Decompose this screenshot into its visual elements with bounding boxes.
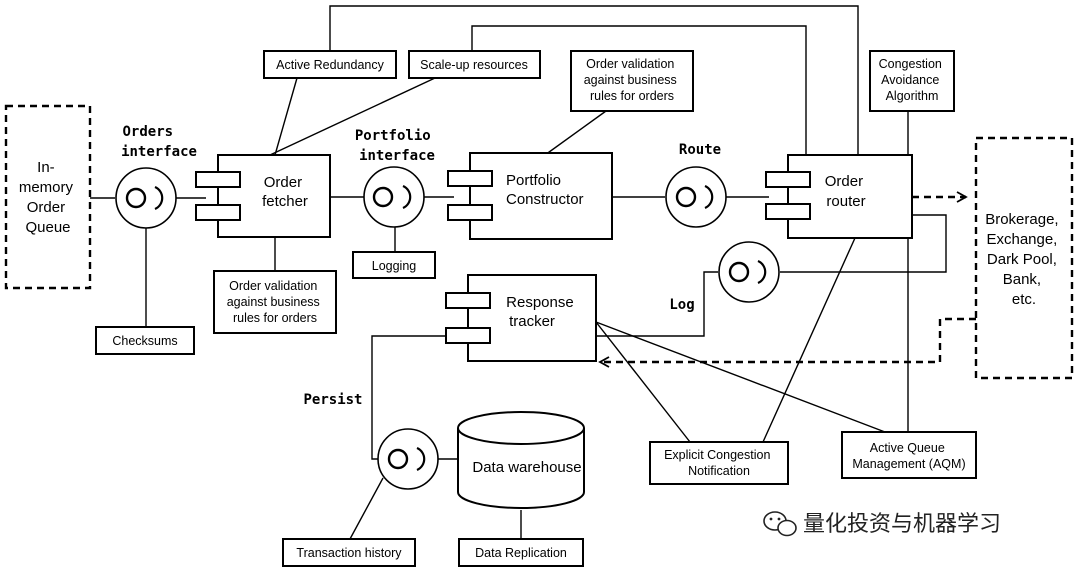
note-checksums: Checksums: [95, 326, 195, 355]
validation-bottom-line-2: against business: [227, 295, 320, 309]
route-interface-label: Route: [679, 142, 721, 158]
svg-text:Response tracker: Response tracker: [506, 294, 578, 330]
data-warehouse-label: Data warehouse: [472, 459, 581, 476]
external-line-5: etc.: [1012, 291, 1036, 308]
note-transaction-history: Transaction history: [282, 538, 416, 567]
orders-interface-line-1: Orders: [122, 124, 173, 140]
svg-text:Orders interface: Orders interface: [121, 124, 197, 160]
response-tracker-component: Response tracker: [445, 274, 597, 362]
order-router-line-2: router: [826, 193, 865, 210]
connectors: [90, 5, 976, 540]
congestion-line-1: Congestion: [879, 57, 942, 71]
external-line-2: Exchange,: [986, 231, 1057, 248]
note-logging: Logging: [352, 251, 436, 279]
explicit-congestion-line-2: Notification: [688, 464, 750, 478]
validation-bottom-line-3: rules for orders: [233, 311, 317, 325]
portfolio-constructor-component: Portfolio Constructor: [447, 152, 613, 240]
route-interface: Route: [665, 142, 727, 228]
order-router-component: Order router: [765, 154, 913, 239]
external-line-1: Brokerage,: [985, 211, 1058, 228]
wechat-icon: [763, 511, 797, 537]
portfolio-interface: Portfolio interface: [355, 128, 439, 228]
queue-line-4: Queue: [25, 219, 70, 236]
svg-text:Active Queue Management: Active Queue Management (AQM): [852, 441, 965, 471]
validation-top-line-1: Order validation: [586, 57, 674, 71]
watermark-text: 量化投资与机器学习: [803, 512, 1001, 537]
log-interface-label: Log: [669, 297, 694, 313]
portfolio-constructor-line-1: Portfolio: [506, 172, 561, 189]
external-line-4: Bank,: [1003, 271, 1041, 288]
validation-top-line-3: rules for orders: [590, 89, 674, 103]
queue-line-3: Order: [27, 199, 65, 216]
queue-line-1: In-: [37, 159, 55, 176]
scale-up-label: Scale-up resources: [420, 58, 528, 72]
response-tracker-line-2: tracker: [509, 313, 555, 330]
watermark: 量化投资与机器学习: [763, 511, 1001, 537]
congestion-line-3: Algorithm: [886, 89, 939, 103]
order-fetcher-component: Order fetcher: [195, 154, 331, 238]
response-tracker-line-1: Response: [506, 294, 574, 311]
portfolio-interface-line-2: interface: [359, 148, 435, 164]
congestion-line-2: Avoidance: [881, 73, 939, 87]
persist-interface: Persist: [303, 392, 439, 490]
external-venues: Brokerage, Exchange, Dark Pool, Bank, et…: [974, 136, 1074, 380]
orders-interface: Orders interface: [115, 124, 197, 229]
svg-text:Order validation against: Order validation against business rules …: [584, 57, 681, 103]
order-fetcher-line-1: Order: [264, 174, 302, 191]
note-active-redundancy: Active Redundancy: [263, 50, 397, 79]
checksums-label: Checksums: [112, 334, 177, 348]
note-aqm: Active Queue Management (AQM): [841, 431, 977, 479]
note-congestion-avoidance: Congestion Avoidance Algorithm: [869, 50, 955, 112]
note-data-replication: Data Replication: [458, 538, 584, 567]
data-warehouse-store: Data warehouse: [457, 411, 585, 509]
validation-top-line-2: against business: [584, 73, 677, 87]
portfolio-constructor-line-2: Constructor: [506, 191, 584, 208]
aqm-line-2: Management (AQM): [852, 457, 965, 471]
logging-label: Logging: [372, 259, 417, 273]
aqm-line-1: Active Queue: [870, 441, 945, 455]
note-scale-up-resources: Scale-up resources: [408, 50, 541, 79]
explicit-congestion-line-1: Explicit Congestion: [664, 448, 770, 462]
log-interface: Log: [669, 241, 780, 313]
svg-text:Order fetcher: Order fetcher: [262, 174, 308, 210]
data-replication-label: Data Replication: [475, 546, 567, 560]
queue-line-2: memory: [19, 179, 74, 196]
in-memory-order-queue: In- memory Order Queue: [4, 104, 92, 290]
transaction-history-label: Transaction history: [296, 546, 402, 560]
active-redundancy-label: Active Redundancy: [276, 58, 384, 72]
svg-text:In- memory Order: In- memory Order Queue: [19, 159, 77, 236]
svg-text:Portfolio Constructor: Portfolio Constructor: [506, 172, 584, 208]
portfolio-interface-line-1: Portfolio: [355, 128, 431, 144]
svg-text:Brokerage, Exchange,: Brokerage, Exchange, Dark Pool, Bank, et…: [985, 211, 1063, 308]
validation-bottom-line-1: Order validation: [229, 279, 317, 293]
external-line-3: Dark Pool,: [987, 251, 1057, 268]
svg-text:Portfolio interface: Portfolio interface: [355, 128, 439, 164]
svg-text:Order validation against: Order validation against business rules …: [227, 279, 324, 325]
persist-interface-label: Persist: [303, 392, 362, 408]
orders-interface-line-2: interface: [121, 144, 197, 160]
svg-text:Order router: Order router: [825, 173, 868, 210]
svg-text:Explicit Congestion Noti: Explicit Congestion Notification: [664, 448, 774, 478]
order-fetcher-line-2: fetcher: [262, 193, 308, 210]
note-order-validation-bottom: Order validation against business rules …: [213, 270, 337, 334]
note-order-validation-top: Order validation against business rules …: [570, 50, 694, 112]
note-explicit-congestion: Explicit Congestion Notification: [649, 441, 789, 485]
order-router-line-1: Order: [825, 173, 863, 190]
svg-text:Congestion Avoidance: Congestion Avoidance Algorithm: [879, 57, 946, 103]
